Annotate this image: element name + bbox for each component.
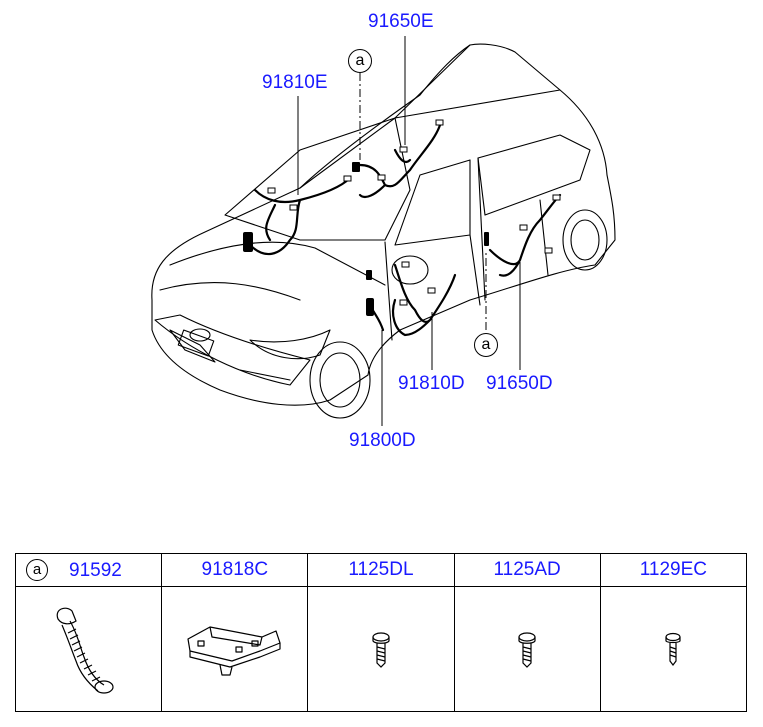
bracket-icon [187,626,281,676]
callout-91800D: 91800D [349,430,416,451]
reference-marker-bottom: a [474,333,498,357]
harness-91650D [488,193,562,277]
header-cell-1125AD: 1125AD [453,553,601,587]
image-cell-1129EC [599,586,748,712]
callout-91810D: 91810D [398,373,465,394]
harness-91810E [248,176,352,256]
car-door-lines [384,157,549,341]
part-number-91592: 91592 [69,560,122,581]
image-cell-1125DL [307,586,455,712]
connector [366,298,374,316]
car-side-mirror [391,255,429,285]
callout-91650D: 91650D [486,373,553,394]
bolt-icon [665,632,681,666]
reference-marker-table: a [26,559,48,581]
part-number-1125DL: 1125DL [348,559,414,580]
callout-91650E: 91650E [368,11,434,32]
bolt-icon [372,632,390,668]
part-number-1125AD: 1125AD [493,559,561,580]
parts-table: a 91592 91818C 1125DL 1125AD 1129EC [14,553,748,712]
header-cell-1125DL: 1125DL [307,553,455,587]
connector [484,232,489,246]
header-cell-1129EC: 1129EC [599,553,748,587]
image-cell-91818C [161,586,309,712]
harness-91810D [391,263,457,337]
part-number-1129EC: 1129EC [639,559,707,580]
car-front-wheel [309,341,371,419]
reference-marker-top: a [348,49,372,73]
connector [366,270,372,280]
car-windshield [224,117,411,241]
car-grille [169,329,291,381]
image-cell-1125AD [453,586,601,712]
parts-table-images [14,586,748,712]
car-roof [299,44,561,189]
grommet-icon [56,607,114,694]
parts-table-header: a 91592 91818C 1125DL 1125AD 1129EC [14,553,748,587]
header-cell-91818C: 91818C [161,553,309,587]
image-cell-91592 [14,586,163,712]
part-number-91818C: 91818C [201,559,269,580]
car-side-windows [394,134,591,246]
car-rear-wheel [562,209,608,271]
car-body-outline [151,43,616,406]
car-front-bumper [154,314,311,386]
harness-91650E [358,123,442,199]
wiring-diagram [151,36,616,426]
connector [352,162,360,172]
car-hood [159,241,386,301]
car-license-plate [177,329,215,357]
header-cell-91592: a 91592 [14,553,163,587]
car-emblem [189,328,211,342]
connector [243,232,253,252]
car-headlight [249,329,331,360]
bolt-icon [518,632,536,668]
callout-91810E: 91810E [262,72,328,93]
